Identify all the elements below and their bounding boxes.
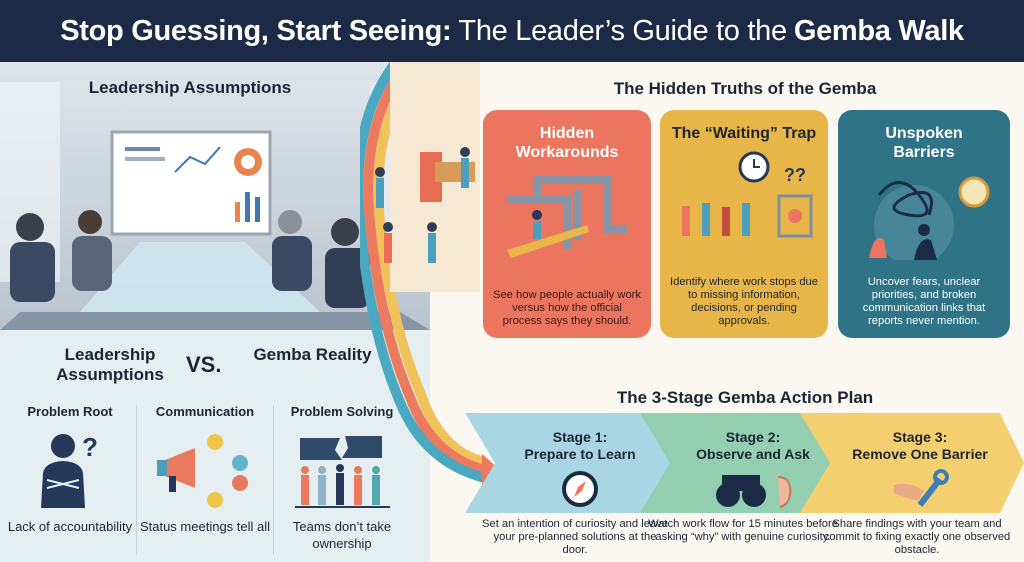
column-description: Status meetings tell all (139, 519, 271, 534)
meeting-room-scene (0, 62, 430, 330)
boardroom-illustration (0, 82, 430, 330)
page-header: Stop Guessing, Start Seeing: The Leader’… (0, 0, 1024, 62)
stage-name: Prepare to Learn (524, 446, 636, 462)
stage-name: Remove One Barrier (852, 446, 988, 462)
hand-wrench-icon (894, 469, 949, 507)
compare-left-label: Leadership Assumptions (56, 345, 164, 384)
truths-title: The Hidden Truths of the Gemba (613, 79, 877, 98)
column-description: Teams don’t take ownership (292, 519, 392, 551)
team-lifting-broken-board-icon (295, 436, 390, 508)
truth-card-waiting-trap: The “Waiting” Trap ?? Identify where wor… (660, 110, 828, 338)
column-title: Problem Root (27, 404, 113, 419)
card-title: Unspoken Barriers (885, 125, 963, 161)
flow-ribbon (360, 62, 500, 486)
stage-1-chevron (465, 413, 690, 513)
stage-description: Set an intention of curiosity and leave … (482, 518, 668, 556)
truth-card-unspoken-barriers: Unspoken Barriers Uncover fears, unclear… (838, 110, 1010, 338)
title-part-3: Gemba Walk (793, 14, 964, 47)
waiting-queue-icon: ?? (682, 151, 813, 238)
divider (273, 405, 274, 555)
stage-label: Stage 2: (725, 429, 781, 445)
column-title: Problem Solving (290, 404, 394, 419)
card-description: Identify where work stops due to missing… (670, 276, 818, 327)
stage-label: Stage 3: (892, 429, 948, 445)
stage-name: Observe and Ask (696, 446, 810, 462)
divider (136, 405, 137, 555)
card-title: The “Waiting” Trap (671, 125, 817, 142)
card-title: Hidden Workarounds (515, 125, 619, 161)
plan-title: The 3-Stage Gemba Action Plan (616, 388, 874, 407)
column-title: Communication (155, 404, 255, 419)
compass-icon (562, 471, 598, 507)
stage-description: Share findings with your team and commit… (823, 518, 1011, 556)
svg-text:?: ? (82, 432, 98, 462)
binoculars-and-ear-icon (716, 475, 792, 508)
stage-2-chevron (640, 413, 865, 513)
stage-3-chevron (800, 413, 1024, 513)
stage-label: Stage 1: (552, 429, 608, 445)
pipes-workaround-icon (507, 176, 627, 258)
card-description: See how people actually work versus how … (492, 289, 641, 327)
stage-1: Stage 1: Prepare to Learn (495, 413, 665, 513)
tangled-barriers-icon (869, 176, 990, 265)
svg-text:??: ?? (784, 165, 806, 185)
truth-card-hidden-workarounds: Hidden Workarounds See how people actual… (483, 110, 651, 338)
column-description: Lack of accountability (7, 519, 133, 534)
compare-right-label: Gemba Reality (253, 345, 372, 364)
card-description: Uncover fears, unclear priorities, and b… (862, 276, 986, 327)
stage-3: Stage 3: Remove One Barrier (830, 413, 1010, 513)
vs-label: VS. (186, 352, 222, 377)
title-part-1: Stop Guessing, Start Seeing: (60, 14, 452, 47)
megaphone-icon (157, 434, 248, 508)
stage-chevrons (465, 413, 1024, 513)
factory-floor-illustration (375, 62, 480, 292)
stage-2: Stage 2: Observe and Ask (668, 413, 838, 513)
scene-title: Leadership Assumptions (88, 78, 292, 97)
stage-description: Watch work flow for 15 minutes before as… (648, 518, 838, 543)
confused-leader-icon: ? (41, 432, 98, 508)
title-part-2: The Leader’s Guide to the (458, 14, 787, 47)
